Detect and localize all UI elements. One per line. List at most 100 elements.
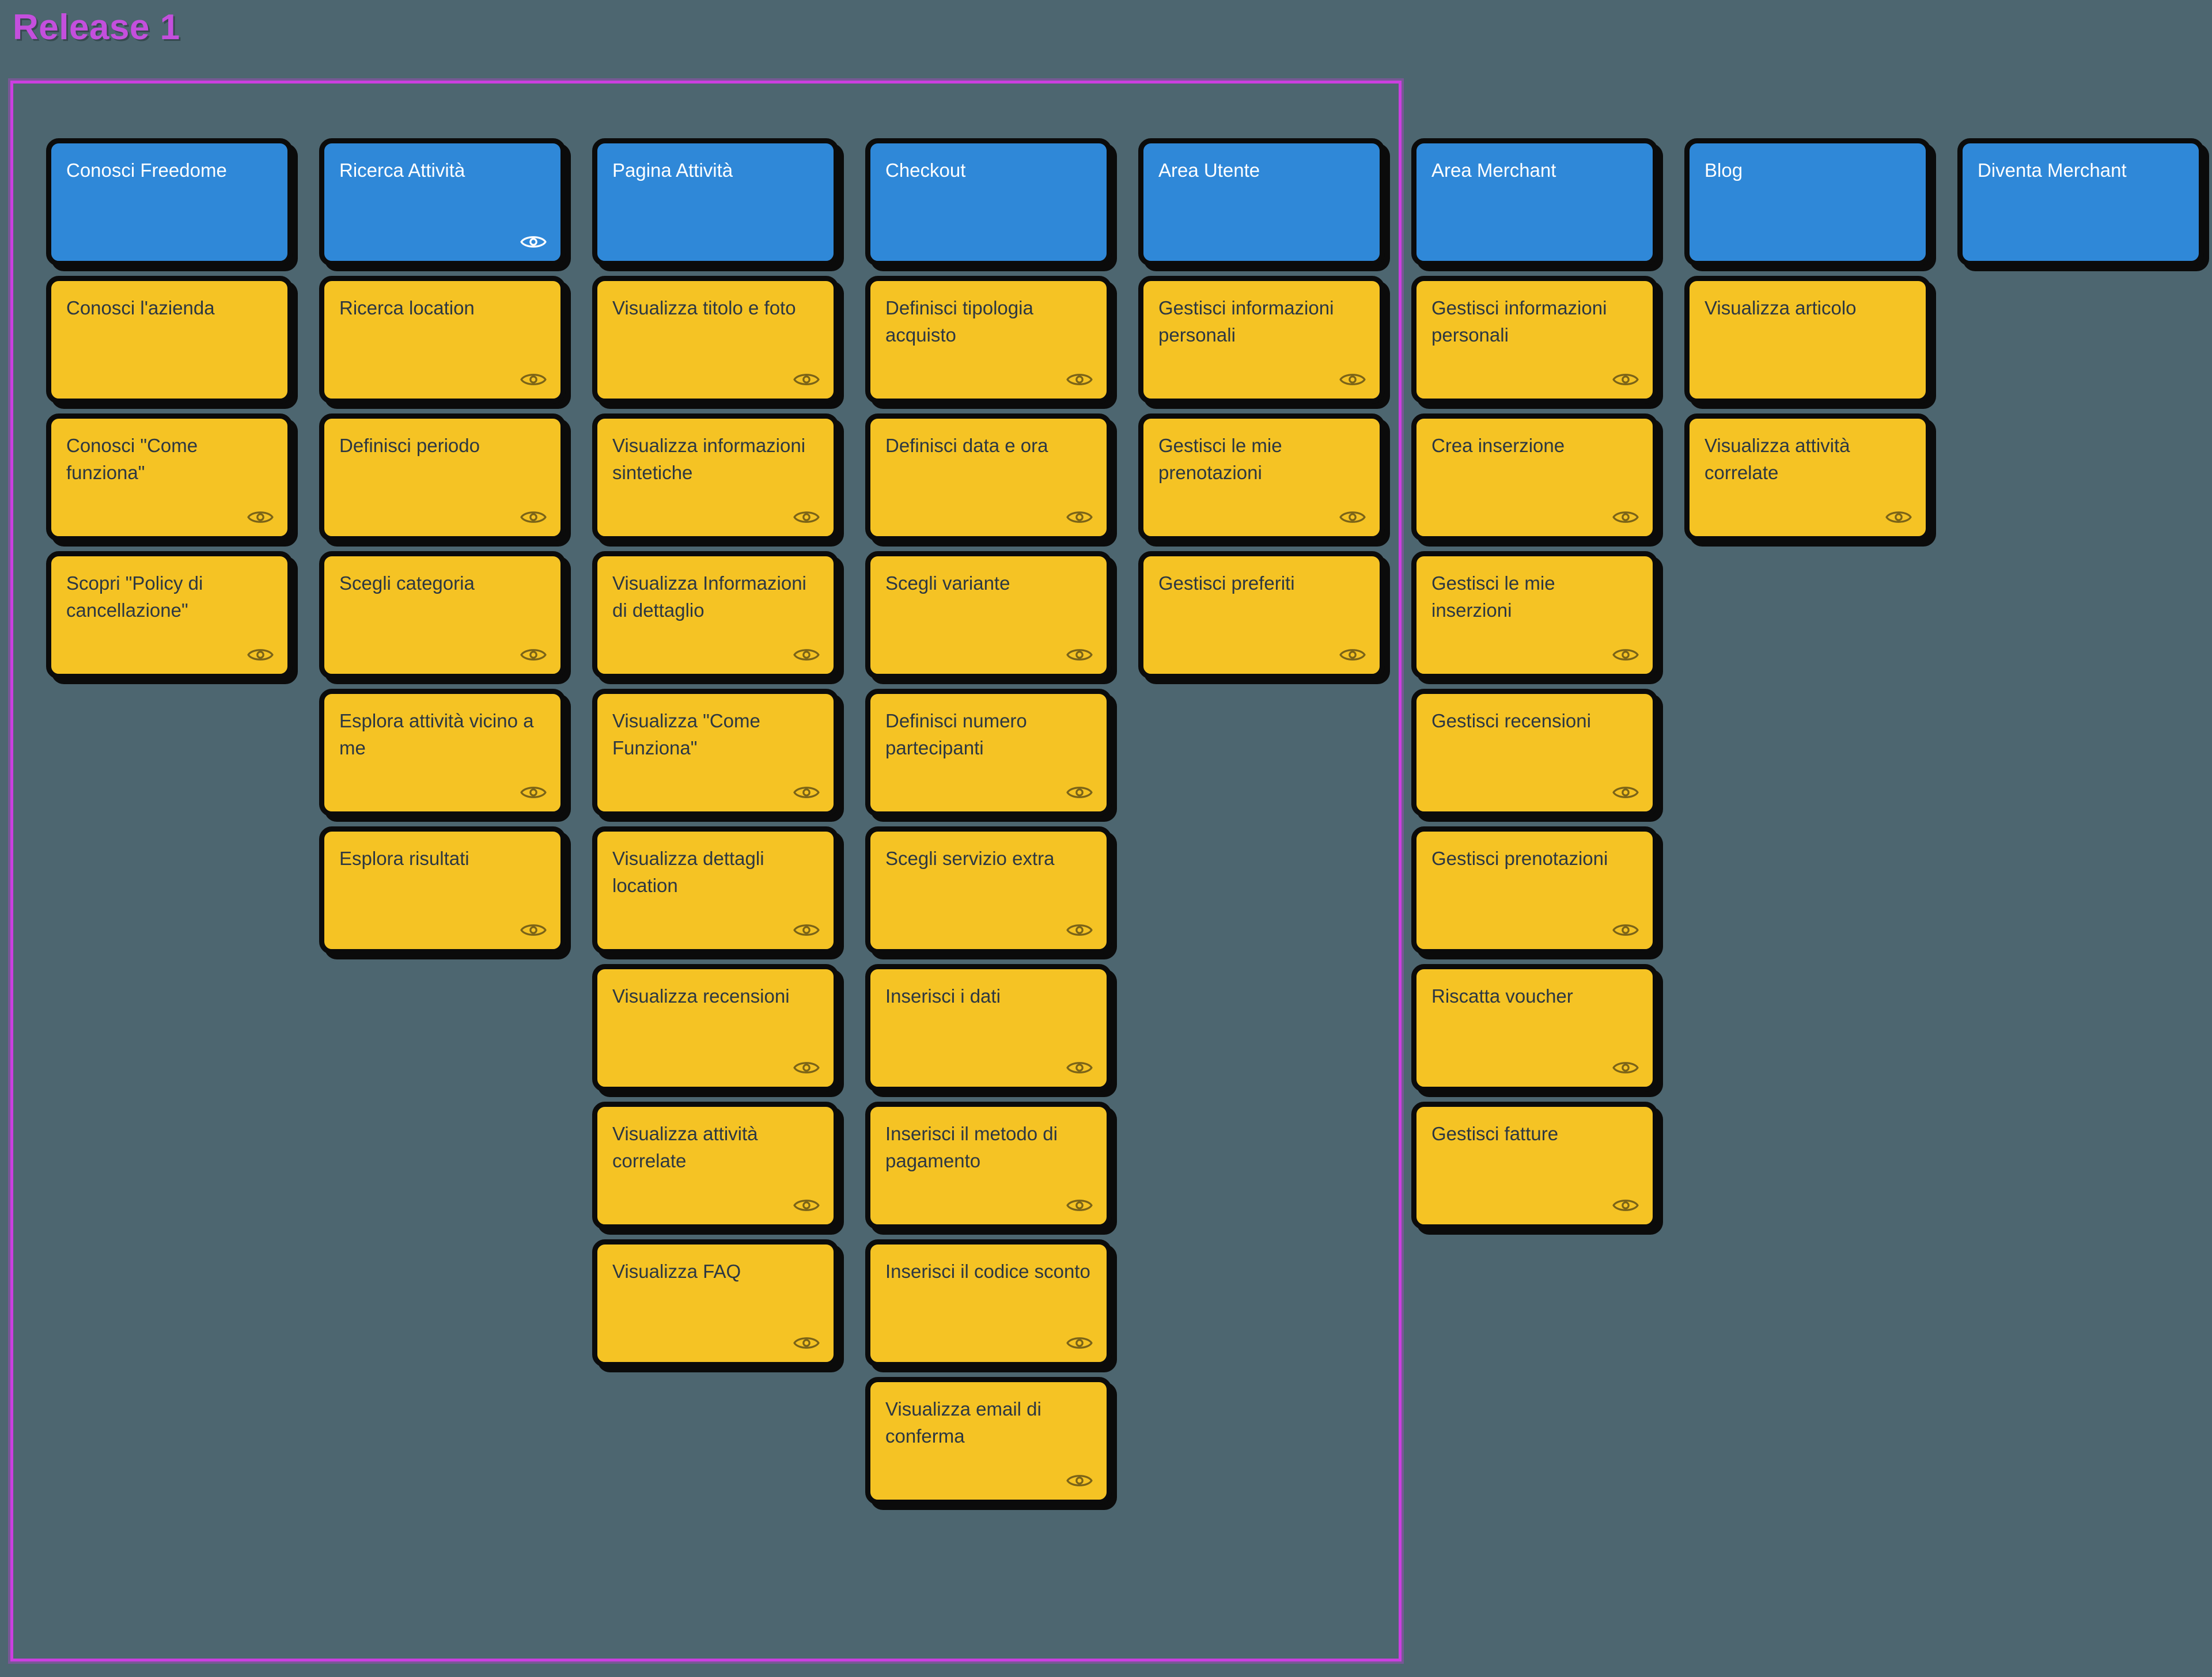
story-card-esplora-attivita-vicino-a-me[interactable]: Esplora attività vicino a me	[319, 689, 566, 817]
activity-card-blog[interactable]: Blog	[1684, 138, 1931, 266]
story-card-visualizza-recensioni[interactable]: Visualizza recensioni	[592, 964, 839, 1092]
story-card-gestisci-recensioni[interactable]: Gestisci recensioni	[1411, 689, 1658, 817]
story-card-scegli-servizio-extra[interactable]: Scegli servizio extra	[865, 826, 1112, 954]
activity-card-conosci-freedome[interactable]: Conosci Freedome	[46, 138, 293, 266]
eye-icon[interactable]	[1612, 646, 1639, 663]
eye-icon[interactable]	[1066, 509, 1093, 526]
eye-icon[interactable]	[247, 646, 274, 663]
eye-icon[interactable]	[520, 921, 547, 939]
story-card-visualizza-dettagli-location[interactable]: Visualizza dettagli location	[592, 826, 839, 954]
activity-card-label: Diventa Merchant	[1978, 160, 2127, 181]
story-card-label: Visualizza Informazioni di dettaglio	[612, 572, 806, 621]
eye-icon[interactable]	[520, 509, 547, 526]
eye-icon[interactable]	[1066, 921, 1093, 939]
eye-icon[interactable]	[1066, 1472, 1093, 1489]
story-card-visualizza-titolo-e-foto[interactable]: Visualizza titolo e foto	[592, 276, 839, 404]
eye-icon[interactable]	[793, 509, 820, 526]
eye-icon[interactable]	[1066, 784, 1093, 801]
story-card-scegli-variante[interactable]: Scegli variante	[865, 551, 1112, 679]
eye-icon[interactable]	[793, 784, 820, 801]
story-card-scopri-policy-di-cancellazione[interactable]: Scopri "Policy di cancellazione"	[46, 551, 293, 679]
eye-icon[interactable]	[1885, 509, 1912, 526]
eye-icon[interactable]	[1066, 1059, 1093, 1076]
story-card-label: Riscatta voucher	[1431, 985, 1573, 1007]
story-card-riscatta-voucher[interactable]: Riscatta voucher	[1411, 964, 1658, 1092]
activity-card-checkout[interactable]: Checkout	[865, 138, 1112, 266]
activity-card-area-merchant[interactable]: Area Merchant	[1411, 138, 1658, 266]
eye-icon[interactable]	[1339, 509, 1366, 526]
eye-icon[interactable]	[247, 509, 274, 526]
story-card-ricerca-location[interactable]: Ricerca location	[319, 276, 566, 404]
story-card-gestisci-informazioni-personali[interactable]: Gestisci informazioni personali	[1138, 276, 1385, 404]
story-card-visualizza-attivita-correlate[interactable]: Visualizza attività correlate	[592, 1102, 839, 1230]
eye-icon[interactable]	[520, 233, 547, 251]
eye-icon[interactable]	[1339, 646, 1366, 663]
story-card-visualizza-faq[interactable]: Visualizza FAQ	[592, 1239, 839, 1367]
story-card-scegli-categoria[interactable]: Scegli categoria	[319, 551, 566, 679]
story-card-visualizza-come-funziona[interactable]: Visualizza "Come Funziona"	[592, 689, 839, 817]
activity-card-ricerca-attivita[interactable]: Ricerca Attività	[319, 138, 566, 266]
activity-card-pagina-attivita[interactable]: Pagina Attività	[592, 138, 839, 266]
story-card-visualizza-informazioni-di-dettaglio[interactable]: Visualizza Informazioni di dettaglio	[592, 551, 839, 679]
story-card-label: Scegli variante	[885, 572, 1010, 594]
story-card-visualizza-attivita-correlate[interactable]: Visualizza attività correlate	[1684, 413, 1931, 541]
eye-icon[interactable]	[1612, 921, 1639, 939]
eye-icon[interactable]	[520, 371, 547, 388]
story-card-label: Visualizza attività correlate	[1705, 435, 1850, 483]
story-card-label: Gestisci le mie prenotazioni	[1158, 435, 1282, 483]
eye-icon[interactable]	[520, 784, 547, 801]
story-card-definisci-periodo[interactable]: Definisci periodo	[319, 413, 566, 541]
story-card-inserisci-i-dati[interactable]: Inserisci i dati	[865, 964, 1112, 1092]
story-card-label: Conosci "Come funziona"	[66, 435, 198, 483]
eye-icon[interactable]	[520, 646, 547, 663]
story-card-definisci-numero-partecipanti[interactable]: Definisci numero partecipanti	[865, 689, 1112, 817]
story-card-gestisci-le-mie-prenotazioni[interactable]: Gestisci le mie prenotazioni	[1138, 413, 1385, 541]
eye-icon[interactable]	[793, 371, 820, 388]
story-card-label: Definisci numero partecipanti	[885, 710, 1027, 758]
story-card-label: Gestisci fatture	[1431, 1123, 1559, 1144]
story-card-label: Gestisci preferiti	[1158, 572, 1295, 594]
story-card-visualizza-articolo[interactable]: Visualizza articolo	[1684, 276, 1931, 404]
story-card-definisci-data-e-ora[interactable]: Definisci data e ora	[865, 413, 1112, 541]
story-card-label: Gestisci prenotazioni	[1431, 848, 1608, 869]
eye-icon[interactable]	[1612, 784, 1639, 801]
story-card-gestisci-informazioni-personali[interactable]: Gestisci informazioni personali	[1411, 276, 1658, 404]
eye-icon[interactable]	[793, 1197, 820, 1214]
story-card-crea-inserzione[interactable]: Crea inserzione	[1411, 413, 1658, 541]
activity-card-area-utente[interactable]: Area Utente	[1138, 138, 1385, 266]
story-card-esplora-risultati[interactable]: Esplora risultati	[319, 826, 566, 954]
activity-card-label: Area Utente	[1158, 160, 1260, 181]
story-card-gestisci-fatture[interactable]: Gestisci fatture	[1411, 1102, 1658, 1230]
activity-card-diventa-merchant[interactable]: Diventa Merchant	[1957, 138, 2204, 266]
story-card-visualizza-email-di-conferma[interactable]: Visualizza email di conferma	[865, 1377, 1112, 1505]
eye-icon[interactable]	[793, 1334, 820, 1352]
story-card-definisci-tipologia-acquisto[interactable]: Definisci tipologia acquisto	[865, 276, 1112, 404]
story-card-conosci-come-funziona[interactable]: Conosci "Come funziona"	[46, 413, 293, 541]
eye-icon[interactable]	[1066, 1197, 1093, 1214]
eye-icon[interactable]	[1612, 1197, 1639, 1214]
story-card-gestisci-prenotazioni[interactable]: Gestisci prenotazioni	[1411, 826, 1658, 954]
eye-icon[interactable]	[793, 921, 820, 939]
story-card-gestisci-le-mie-inserzioni[interactable]: Gestisci le mie inserzioni	[1411, 551, 1658, 679]
story-card-visualizza-informazioni-sintetiche[interactable]: Visualizza informazioni sintetiche	[592, 413, 839, 541]
story-card-gestisci-preferiti[interactable]: Gestisci preferiti	[1138, 551, 1385, 679]
story-card-label: Conosci l'azienda	[66, 297, 215, 318]
eye-icon[interactable]	[1612, 509, 1639, 526]
story-card-label: Inserisci il metodo di pagamento	[885, 1123, 1058, 1171]
story-card-inserisci-il-metodo-di-pagamento[interactable]: Inserisci il metodo di pagamento	[865, 1102, 1112, 1230]
eye-icon[interactable]	[1066, 646, 1093, 663]
eye-icon[interactable]	[1066, 371, 1093, 388]
eye-icon[interactable]	[1066, 1334, 1093, 1352]
eye-icon[interactable]	[1339, 371, 1366, 388]
eye-icon[interactable]	[793, 1059, 820, 1076]
story-card-label: Inserisci i dati	[885, 985, 1001, 1007]
eye-icon[interactable]	[1612, 371, 1639, 388]
story-card-inserisci-il-codice-sconto[interactable]: Inserisci il codice sconto	[865, 1239, 1112, 1367]
story-card-label: Crea inserzione	[1431, 435, 1565, 456]
story-card-conosci-lazienda[interactable]: Conosci l'azienda	[46, 276, 293, 404]
eye-icon[interactable]	[793, 646, 820, 663]
eye-icon[interactable]	[1612, 1059, 1639, 1076]
